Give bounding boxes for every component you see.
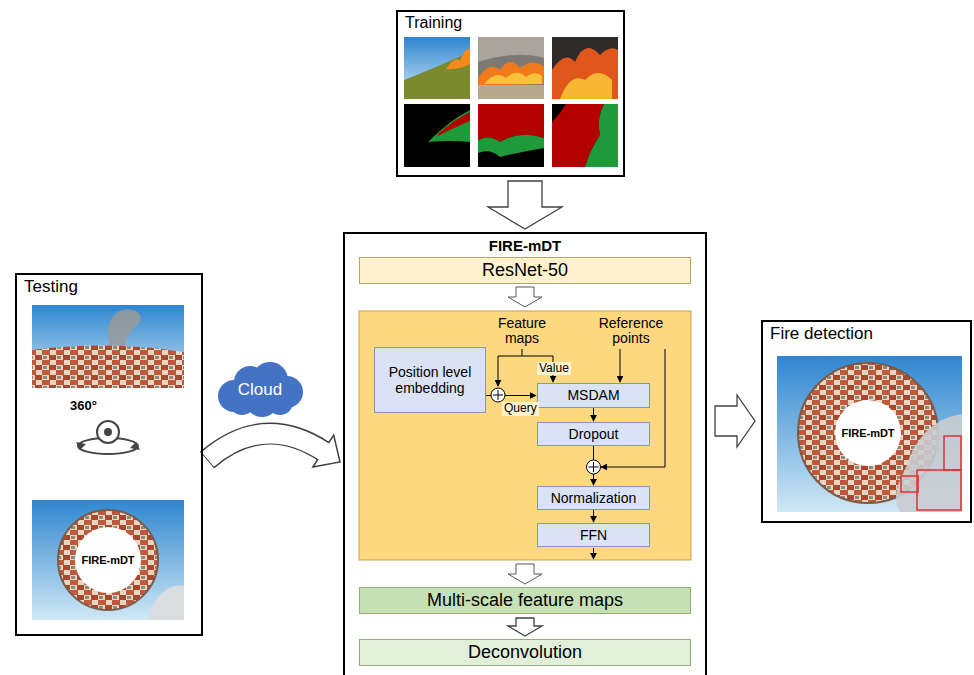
plus-sign (589, 462, 599, 472)
smoke (146, 586, 184, 620)
flow-arrow (488, 181, 562, 229)
photo-fire (446, 49, 470, 69)
panel-frame: Training (396, 10, 625, 177)
panel-title: Testing (24, 277, 78, 297)
planet-sky (32, 500, 184, 620)
connector (593, 510, 594, 522)
photo-smoke (478, 37, 544, 99)
detection-box (901, 476, 918, 492)
encoder-panel (359, 311, 691, 560)
add-operator (491, 388, 505, 402)
photo-hill (404, 52, 470, 99)
cloud-fill (218, 362, 303, 417)
node-label: Deconvolution (468, 642, 582, 663)
process-box: FFN (537, 523, 650, 547)
node-label: Cloud (238, 380, 282, 400)
photo-fire (560, 73, 612, 99)
add-operator (587, 460, 601, 474)
panel-title: FIRE-mDT (345, 237, 705, 254)
panorama-sky (32, 305, 184, 388)
connector (593, 408, 594, 421)
mask-background (552, 104, 618, 167)
photo-fire (478, 62, 544, 86)
mask-vegetation (585, 104, 618, 167)
model-frame: FIRE-mDT ResNet-50Position level embeddin… (343, 232, 707, 675)
logo-circle: FIRE-mDT (835, 400, 901, 466)
node-label: Multi-scale feature maps (427, 590, 623, 611)
node-label: MSDAM (567, 387, 619, 403)
feature-line (498, 349, 522, 386)
node-label: FIRE-mDT (841, 427, 894, 440)
flow-arrow (508, 287, 542, 307)
process-box: Dropout (537, 422, 650, 446)
node-label: Position level embedding (379, 364, 481, 396)
photo-smoke (478, 37, 544, 62)
photo-fire (552, 48, 618, 99)
photo-sky (404, 37, 470, 99)
node-label: FIRE-mDT (81, 554, 134, 567)
annotation-label: Value (537, 362, 571, 375)
cloud-shape: Cloud (212, 362, 308, 418)
plus-sign (493, 390, 503, 400)
photo-smoke (552, 37, 618, 99)
detection-box (917, 470, 961, 510)
camera-body (97, 421, 119, 443)
camera-lens (104, 428, 112, 436)
annotation-label: Feature maps (490, 316, 554, 347)
panel-title: Training (405, 14, 462, 32)
backbone-band: ResNet-50 (359, 257, 691, 284)
process-box: Position level embedding (374, 347, 486, 413)
rotation-arrow (130, 442, 140, 450)
node-label: Dropout (569, 426, 619, 442)
annotation-label: Reference points (589, 316, 673, 347)
flow-arrow (508, 564, 542, 584)
decoder-band: Deconvolution (359, 639, 691, 666)
feature-band: Multi-scale feature maps (359, 587, 691, 614)
reference-line (620, 349, 621, 382)
output-line (593, 548, 594, 559)
node-label: Normalization (551, 490, 637, 506)
node-label: ResNet-50 (482, 260, 568, 281)
smoke (896, 414, 962, 512)
flow-arrow (715, 395, 755, 447)
planet-town (58, 510, 158, 610)
detection-box (944, 436, 961, 470)
process-box: Normalization (537, 486, 650, 510)
curved-arrow (207, 434, 340, 467)
planet-sky (777, 356, 962, 512)
arrow-fill (208, 434, 325, 460)
mask-background (404, 104, 470, 167)
process-box: MSDAM (537, 383, 650, 408)
logo-circle: FIRE-mDT (75, 527, 141, 593)
photo-fire (484, 73, 542, 84)
annotation-label: 360° (70, 399, 97, 413)
panel-title: Fire detection (770, 324, 873, 344)
panel-frame: Fire detectionFIRE-mDT (761, 320, 972, 523)
edge-label: Query (502, 402, 539, 416)
photo-ground (478, 85, 544, 99)
node-label: FFN (580, 527, 607, 543)
rotation-arrow (76, 442, 86, 450)
mask-background (478, 104, 544, 167)
panel-frame: TestingFIRE-mDT (15, 273, 203, 636)
mask-vegetation (428, 110, 470, 142)
mask-fire (438, 112, 470, 136)
flow-arrow (508, 618, 542, 636)
town (32, 345, 184, 388)
residual-line (601, 349, 665, 467)
mask-vegetation (478, 135, 544, 157)
